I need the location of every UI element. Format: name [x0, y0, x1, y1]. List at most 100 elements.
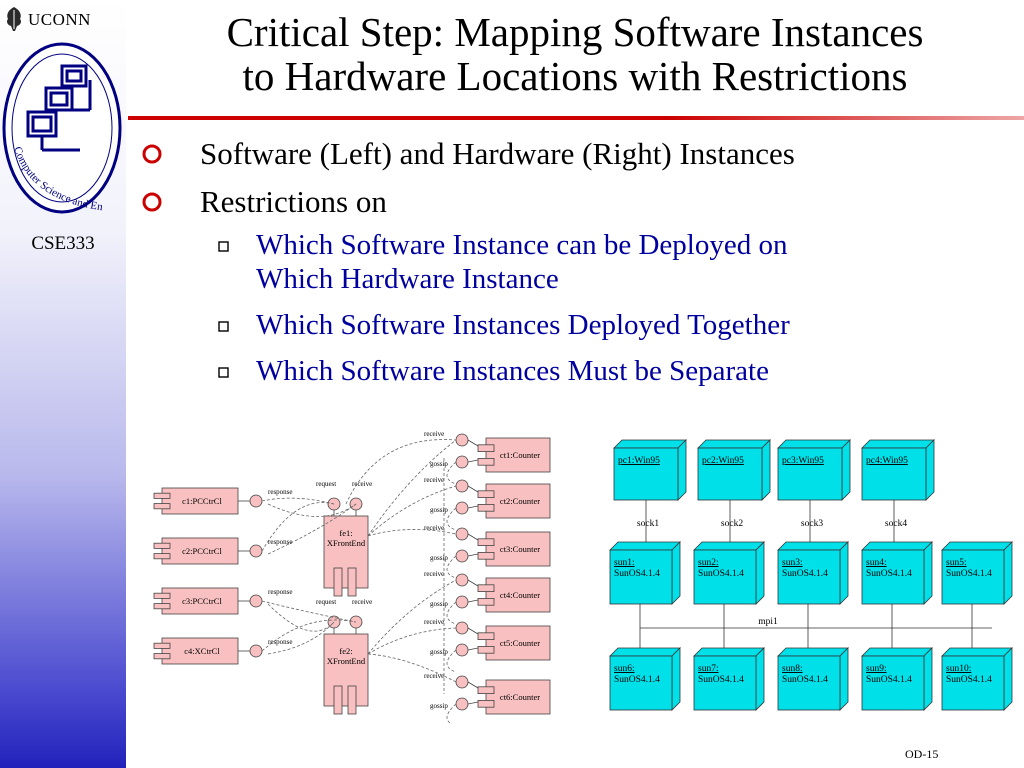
node-os: SunOS4.1.4: [698, 675, 744, 685]
port-circle: [455, 621, 469, 635]
port-link: [467, 459, 479, 463]
sun-node: sun8:SunOS4.1.4: [777, 647, 849, 711]
port-circle: [455, 573, 469, 587]
component-box: [323, 515, 369, 589]
node-top-face: [693, 647, 765, 657]
request-connection: [261, 497, 335, 505]
gossip-connection: [446, 461, 457, 485]
node-name: pc1:Win95: [618, 456, 660, 466]
department-logo: Computer Science and Engineering: [0, 40, 122, 214]
node-side-face: [755, 541, 765, 605]
node-top-face: [693, 541, 765, 551]
component-tab: [477, 458, 495, 466]
node-top-face: [697, 439, 771, 449]
client-component: c2:PCCtrCl: [153, 537, 239, 565]
oak-leaf-icon: [7, 7, 21, 31]
gossip-connection: [446, 649, 457, 673]
software-instance-diagram: c1:PCCtrClresponsec2:PCCtrClresponsec3:P…: [153, 430, 551, 724]
receive-connection: [367, 627, 457, 655]
response-connection: [267, 603, 335, 632]
receive-connection: [367, 439, 457, 537]
port-circle: [455, 643, 469, 657]
request-connection: [261, 502, 335, 552]
receive-connection: [345, 439, 457, 505]
component-label: ct3:Counter: [500, 544, 540, 554]
sun-node: sun5:SunOS4.1.4: [941, 541, 1013, 605]
node-front-face: [861, 655, 925, 711]
component-box: [161, 537, 239, 565]
node-side-face: [755, 647, 765, 711]
node-name: sun9:: [866, 664, 887, 674]
port-link: [467, 599, 479, 603]
port-circle: [455, 527, 469, 541]
receive-label: receive: [424, 524, 444, 532]
sub-bullet-text: Which Software Instances Must be Separat…: [256, 355, 769, 387]
node-top-face: [777, 439, 851, 449]
receive-connection: [367, 653, 457, 683]
component-tab: [333, 685, 343, 715]
port-circle: [455, 501, 469, 515]
node-side-face: [923, 647, 933, 711]
component-box: [485, 577, 551, 613]
client-component: c3:PCCtrCl: [153, 587, 239, 615]
component-box: [485, 437, 551, 473]
port-link: [467, 579, 479, 587]
gossip-label: gossip: [430, 648, 448, 656]
node-side-face: [839, 647, 849, 711]
port-link: [467, 681, 479, 689]
gossip-connection: [446, 601, 457, 625]
node-name: sun5:: [946, 558, 967, 568]
course-label: CSE333: [31, 233, 95, 254]
component-label: c2:PCCtrCl: [182, 546, 222, 556]
node-front-face: [941, 549, 1005, 605]
component-tab: [153, 492, 171, 499]
node-top-face: [861, 541, 933, 551]
component-tab: [477, 632, 495, 641]
port-link: [467, 627, 479, 635]
component-tab: [153, 653, 171, 660]
node-os: SunOS4.1.4: [698, 569, 744, 579]
node-top-face: [861, 647, 933, 657]
receive-connection: [367, 579, 457, 655]
gossip-label: gossip: [430, 600, 448, 608]
port-link: [467, 701, 479, 705]
bullet-item: Software (Left) and Hardware (Right) Ins…: [138, 136, 1018, 172]
receive-label: receive: [424, 430, 444, 438]
component-tab: [477, 490, 495, 499]
port-circle: [455, 433, 469, 447]
node-front-face: [609, 655, 673, 711]
port-circle: [249, 594, 263, 608]
component-box: [485, 531, 551, 567]
sub-bullet-item: Which Software Instance can be Deployed …: [138, 228, 1018, 296]
node-os: SunOS4.1.4: [614, 675, 660, 685]
component-box: [485, 679, 551, 715]
component-label: c1:PCCtrCl: [182, 496, 222, 506]
sun-node: sun2:SunOS4.1.4: [693, 541, 765, 605]
receive-connection: [367, 529, 457, 537]
node-name: sun6:: [614, 664, 635, 674]
component-box: [485, 483, 551, 519]
pc-node: pc3:Win95: [777, 439, 851, 501]
sub-bullet-item: Which Software Instances Deployed Togeth…: [138, 308, 1018, 342]
bullet-ring-icon: [142, 192, 162, 212]
gossip-connection: [446, 703, 457, 724]
port-link: [467, 439, 479, 447]
gossip-label: gossip: [430, 460, 448, 468]
gossip-label: gossip: [430, 554, 448, 562]
node-os: SunOS4.1.4: [614, 569, 660, 579]
node-top-face: [609, 647, 681, 657]
response-label: response: [268, 538, 293, 546]
counter-component: ct5:Counter: [477, 625, 551, 661]
component-tab: [477, 551, 495, 560]
component-box: [323, 633, 369, 707]
component-tab: [153, 542, 171, 549]
slide-number: OD-15: [905, 747, 939, 761]
component-box: [161, 487, 239, 515]
component-tab: [477, 597, 495, 606]
node-side-face: [1003, 647, 1013, 711]
front-end-label-type: XFrontEnd: [327, 656, 366, 666]
node-side-face: [841, 439, 851, 501]
port-circle: [455, 595, 469, 609]
gossip-label: gossip: [430, 506, 448, 514]
